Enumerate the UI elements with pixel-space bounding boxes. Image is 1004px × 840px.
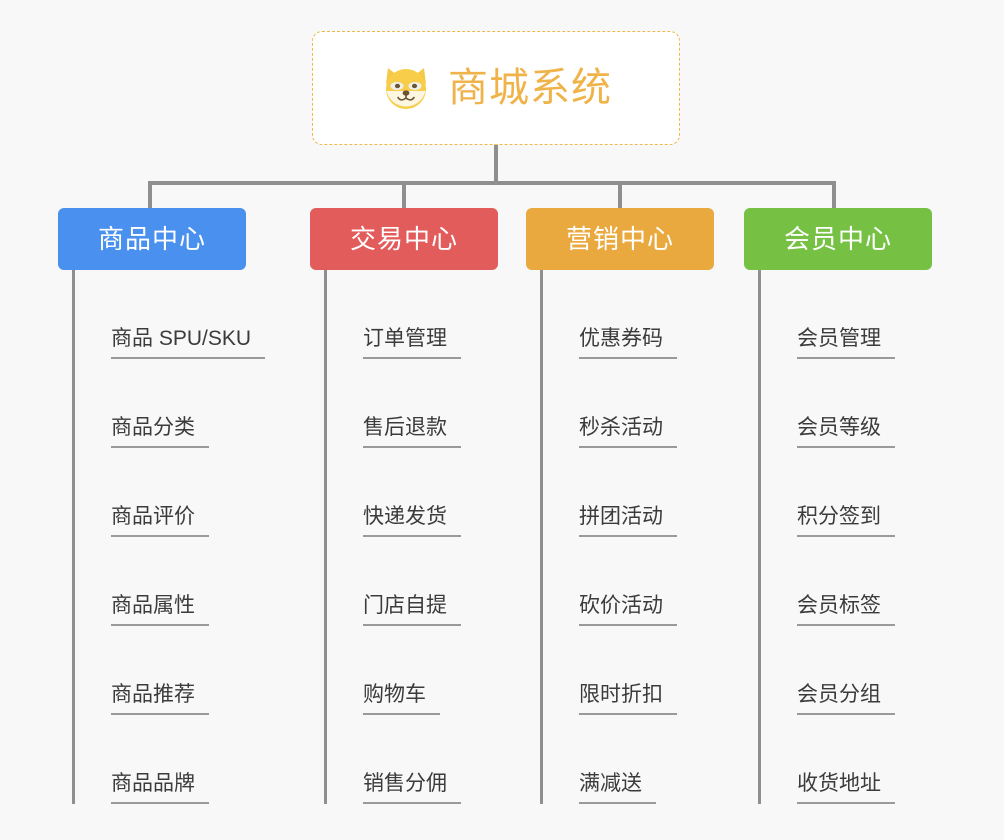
list-item[interactable]: 门店自提: [327, 537, 530, 626]
connector-drop-3: [618, 181, 622, 208]
leaf-label: 门店自提: [363, 594, 461, 626]
leaf-label: 商品推荐: [111, 683, 209, 715]
leaf-label: 商品分类: [111, 416, 209, 448]
list-item[interactable]: 限时折扣: [543, 626, 746, 715]
list-item[interactable]: 售后退款: [327, 359, 530, 448]
connector-drop-1: [148, 181, 152, 208]
leaf-label: 销售分佣: [363, 772, 461, 804]
leaf-label: 优惠券码: [579, 327, 677, 359]
dog-face-icon: [380, 62, 432, 114]
list-item[interactable]: 销售分佣: [327, 715, 530, 804]
leaf-label: 砍价活动: [579, 594, 677, 626]
list-item[interactable]: 会员等级: [761, 359, 964, 448]
leaf-label: 满减送: [579, 772, 656, 804]
list-item[interactable]: 收货地址: [761, 715, 964, 804]
leaf-label: 购物车: [363, 683, 440, 715]
connector-drop-4: [832, 181, 836, 208]
leaf-label: 商品属性: [111, 594, 209, 626]
list-item[interactable]: 购物车: [327, 626, 530, 715]
category-title: 交易中心: [349, 224, 458, 254]
list-item[interactable]: 商品推荐: [75, 626, 278, 715]
list-item[interactable]: 满减送: [543, 715, 746, 804]
connector-drop-2: [402, 181, 406, 208]
leaf-label: 秒杀活动: [579, 416, 677, 448]
category-title: 商品中心: [97, 224, 206, 254]
category-header-member-center[interactable]: 会员中心: [744, 208, 932, 270]
category-title: 会员中心: [783, 224, 892, 254]
leaf-label: 商品 SPU/SKU: [111, 327, 266, 359]
list-item[interactable]: 商品品牌: [75, 715, 278, 804]
leaf-label: 会员标签: [797, 594, 895, 626]
category-header-product-center[interactable]: 商品中心: [58, 208, 246, 270]
list-item[interactable]: 会员管理: [761, 270, 964, 359]
root-node[interactable]: 商城系统: [312, 31, 680, 145]
list-item[interactable]: 会员分组: [761, 626, 964, 715]
category-column-member-center: 会员中心 会员管理 会员等级 积分签到 会员标签 会员分组 收货地址: [744, 208, 964, 804]
leaf-label: 拼团活动: [579, 505, 677, 537]
list-item[interactable]: 砍价活动: [543, 537, 746, 626]
leaf-label: 商品品牌: [111, 772, 209, 804]
list-item[interactable]: 优惠券码: [543, 270, 746, 359]
leaf-label: 会员等级: [797, 416, 895, 448]
connector-root-stem: [494, 145, 498, 183]
list-item[interactable]: 秒杀活动: [543, 359, 746, 448]
leaf-label: 会员分组: [797, 683, 895, 715]
list-item[interactable]: 会员标签: [761, 537, 964, 626]
leaf-list-member-center: 会员管理 会员等级 积分签到 会员标签 会员分组 收货地址: [758, 270, 964, 804]
list-item[interactable]: 拼团活动: [543, 448, 746, 537]
leaf-label: 收货地址: [797, 772, 895, 804]
category-column-product-center: 商品中心 商品 SPU/SKU 商品分类 商品评价 商品属性 商品推荐 商品品牌: [58, 208, 278, 804]
leaf-list-product-center: 商品 SPU/SKU 商品分类 商品评价 商品属性 商品推荐 商品品牌: [72, 270, 278, 804]
category-header-marketing-center[interactable]: 营销中心: [526, 208, 714, 270]
leaf-label: 售后退款: [363, 416, 461, 448]
list-item[interactable]: 商品属性: [75, 537, 278, 626]
list-item[interactable]: 快递发货: [327, 448, 530, 537]
leaf-list-marketing-center: 优惠券码 秒杀活动 拼团活动 砍价活动 限时折扣 满减送: [540, 270, 746, 804]
connector-horizontal-bar: [148, 181, 836, 185]
root-title: 商城系统: [448, 66, 612, 110]
leaf-label: 快递发货: [363, 505, 461, 537]
category-column-trade-center: 交易中心 订单管理 售后退款 快递发货 门店自提 购物车 销售分佣: [310, 208, 530, 804]
leaf-label: 商品评价: [111, 505, 209, 537]
category-column-marketing-center: 营销中心 优惠券码 秒杀活动 拼团活动 砍价活动 限时折扣 满减送: [526, 208, 746, 804]
leaf-label: 会员管理: [797, 327, 895, 359]
category-header-trade-center[interactable]: 交易中心: [310, 208, 498, 270]
list-item[interactable]: 商品分类: [75, 359, 278, 448]
list-item[interactable]: 积分签到: [761, 448, 964, 537]
leaf-label: 积分签到: [797, 505, 895, 537]
leaf-label: 限时折扣: [579, 683, 677, 715]
list-item[interactable]: 订单管理: [327, 270, 530, 359]
category-title: 营销中心: [565, 224, 674, 254]
list-item[interactable]: 商品 SPU/SKU: [75, 270, 278, 359]
leaf-label: 订单管理: [363, 327, 461, 359]
list-item[interactable]: 商品评价: [75, 448, 278, 537]
leaf-list-trade-center: 订单管理 售后退款 快递发货 门店自提 购物车 销售分佣: [324, 270, 530, 804]
